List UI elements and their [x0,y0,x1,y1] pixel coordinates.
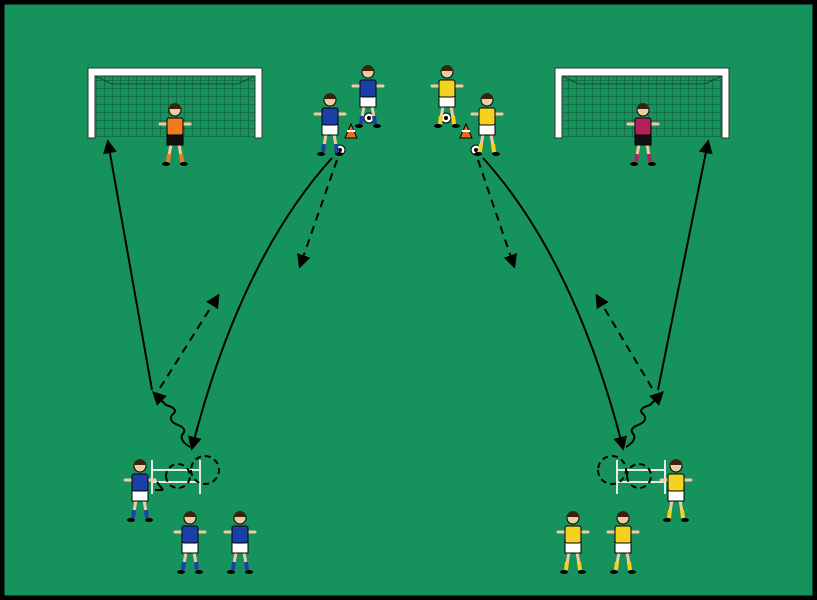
right-goalkeeper [626,103,660,166]
blue-server-player [351,65,385,128]
right-dribble-line [625,391,664,448]
cone-icon [344,122,358,139]
left-server-dashed-run [297,159,338,269]
left-dribble-line [152,391,191,448]
left-goalkeeper [158,103,192,166]
left-mini-gate [151,455,221,494]
left-pass-dashed-line [159,293,220,389]
blue-passing-player [313,93,347,156]
yellow-server-player [430,65,464,128]
blue-waiting-player [173,511,207,574]
right-mini-gate [597,455,666,494]
right-pass-dashed-line [595,293,653,389]
yellow-passing-player [470,93,504,156]
right-shot-line [657,139,713,391]
yellow-waiting-player [606,511,640,574]
right-long-pass-line [482,157,628,451]
left-long-pass-line [187,157,333,451]
yellow-waiting-player [556,511,590,574]
left-shot-line [103,139,153,391]
blue-waiting-player [223,511,257,574]
yellow-dribbling-player [659,459,693,522]
blue-dribbling-player [123,459,157,522]
players-layer [123,65,693,574]
cone-icon [459,122,473,139]
right-server-dashed-run [477,159,518,269]
